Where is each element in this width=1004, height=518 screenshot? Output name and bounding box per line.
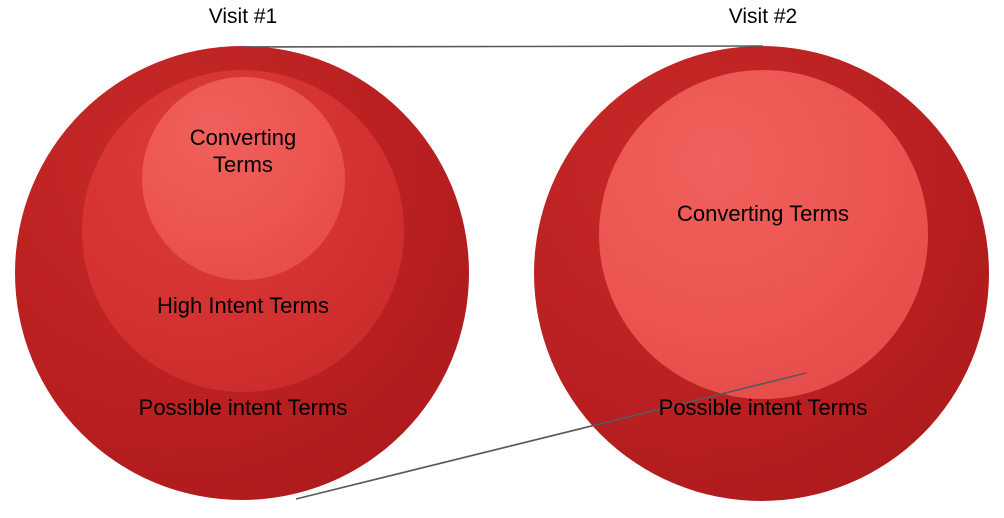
label-possible-intent-terms-visit2: Possible intent Terms xyxy=(658,395,868,420)
circle-converting-terms-visit1[interactable] xyxy=(142,77,345,280)
label-converting-terms-visit2: Converting Terms xyxy=(677,201,849,226)
top-connector-line xyxy=(241,45,764,48)
visit-1-title: Visit #1 xyxy=(208,5,278,28)
label-possible-intent-terms-visit1: Possible intent Terms xyxy=(138,395,348,420)
circle-converting-terms-visit2[interactable] xyxy=(599,70,928,399)
visit-2-title: Visit #2 xyxy=(728,5,798,28)
label-converting-terms-visit1: Converting Terms xyxy=(189,125,297,177)
label-high-intent-terms-visit1: High Intent Terms xyxy=(156,293,329,318)
